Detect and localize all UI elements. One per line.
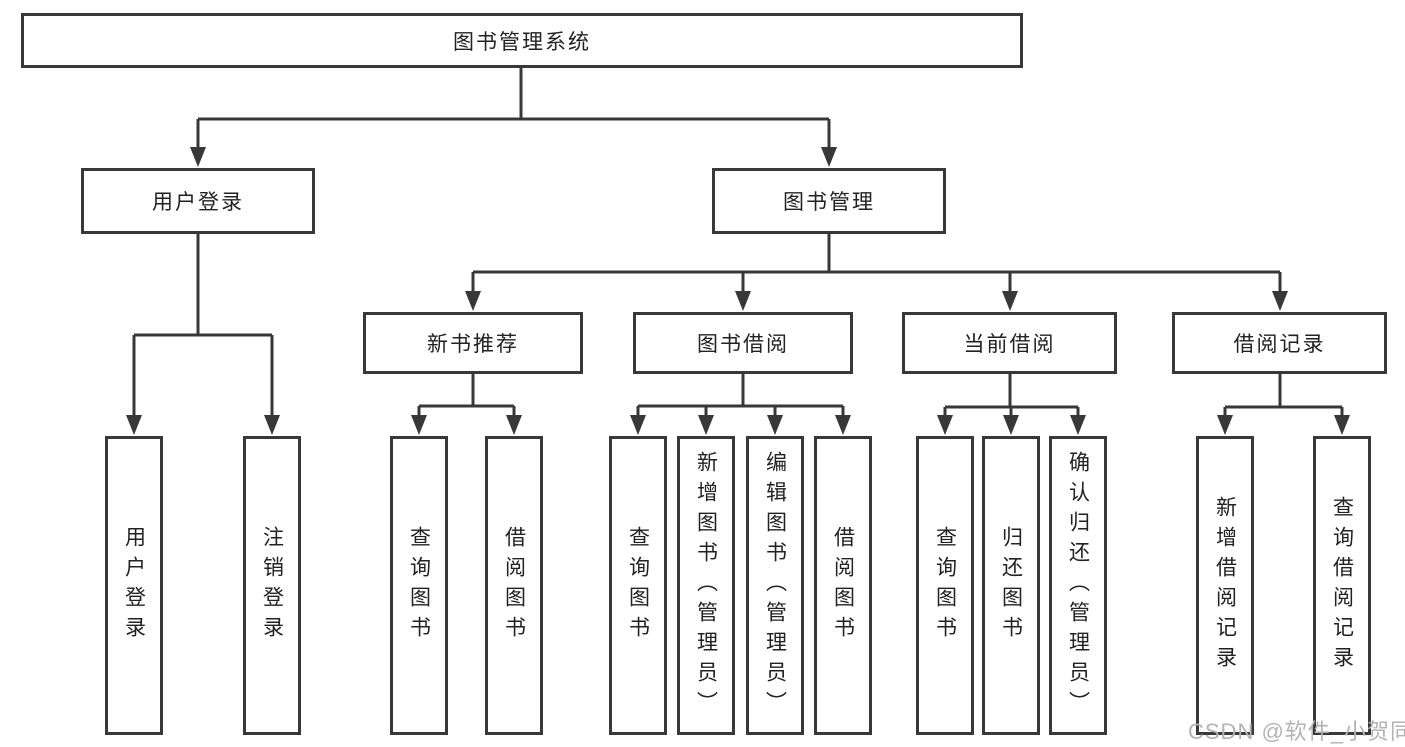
leaf-query-books-current: 查询图书: [916, 436, 974, 735]
node-borrow-records: 借阅记录: [1172, 312, 1387, 374]
node-library-management-system: 图书管理系统: [21, 13, 1023, 68]
leaf-logout: 注销登录: [243, 436, 301, 735]
leaf-add-books-admin: 新增图书（管理员）: [677, 436, 735, 735]
node-label: 查询图书: [407, 525, 431, 646]
node-label: 图书管理系统: [453, 30, 591, 54]
node-label: 当前借阅: [963, 333, 1056, 356]
leaf-add-borrow-record: 新增借阅记录: [1196, 436, 1254, 735]
node-label: 新书推荐: [427, 333, 519, 356]
leaf-confirm-return-admin: 确认归还（管理员）: [1049, 436, 1107, 735]
node-label: 查询借阅记录: [1330, 495, 1354, 676]
node-book-management: 图书管理: [712, 168, 946, 234]
leaf-borrow-books-recommend: 借阅图书: [485, 436, 543, 735]
node-label: 用户登录: [122, 525, 146, 646]
node-new-book-recommend: 新书推荐: [363, 312, 583, 374]
leaf-query-books-borrow: 查询图书: [609, 436, 667, 735]
node-current-borrow: 当前借阅: [902, 312, 1117, 374]
node-label: 编辑图书（管理员）: [763, 450, 787, 721]
node-label: 新增图书（管理员）: [694, 450, 718, 721]
node-label: 借阅图书: [831, 525, 855, 646]
node-label: 新增借阅记录: [1213, 495, 1237, 676]
leaf-return-books: 归还图书: [982, 436, 1040, 735]
node-label: 用户登录: [152, 191, 244, 214]
node-label: 借阅图书: [502, 525, 526, 646]
node-label: 确认归还（管理员）: [1066, 450, 1090, 721]
node-book-borrow: 图书借阅: [633, 312, 853, 374]
node-label: 借阅记录: [1233, 333, 1326, 356]
leaf-user-login: 用户登录: [105, 436, 163, 735]
node-user-login: 用户登录: [81, 168, 315, 234]
leaf-edit-books-admin: 编辑图书（管理员）: [746, 436, 804, 735]
leaf-query-books-recommend: 查询图书: [390, 436, 448, 735]
csdn-watermark: CSDN @软件_小贺同学: [1188, 719, 1405, 744]
leaf-borrow-books: 借阅图书: [814, 436, 872, 735]
node-label: 查询图书: [933, 525, 957, 646]
node-label: 归还图书: [999, 525, 1023, 646]
node-label: 图书管理: [783, 191, 875, 214]
node-label: 注销登录: [260, 525, 284, 646]
leaf-query-borrow-record: 查询借阅记录: [1313, 436, 1371, 735]
node-label: 图书借阅: [697, 333, 789, 356]
node-label: 查询图书: [626, 525, 650, 646]
